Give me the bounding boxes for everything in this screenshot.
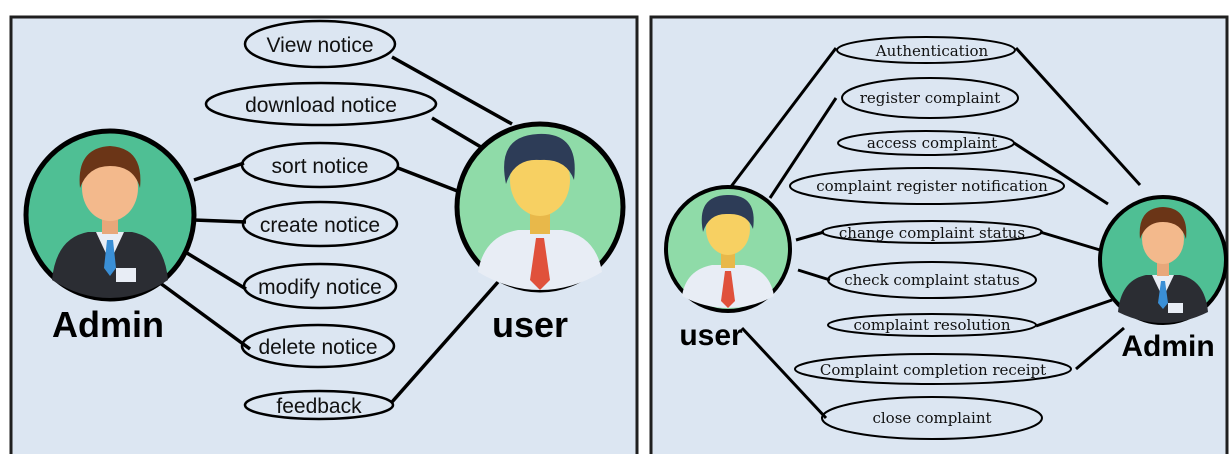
- use-case-delete-notice: delete notice: [240, 323, 396, 369]
- use-case-ellipse: [243, 389, 395, 421]
- use-case-label: download notice: [245, 94, 397, 117]
- user-label: user: [679, 319, 743, 352]
- use-case-ellipse: [837, 130, 1015, 156]
- use-case-ellipse: [827, 261, 1037, 299]
- admin-actor-right: Admin: [1098, 195, 1228, 363]
- admin-avatar-icon: [1118, 207, 1208, 323]
- use-case-ellipse: [241, 200, 399, 248]
- line-user-download-notice: [431, 116, 487, 152]
- use-case-ellipse: [821, 220, 1043, 244]
- line-admin-access-complaint: [1013, 141, 1109, 206]
- left-use-cases: View notice download notice sort notice …: [204, 19, 438, 421]
- user-actor-left: user: [454, 121, 626, 345]
- admin-label: Admin: [1121, 330, 1214, 363]
- use-case-label: modify notice: [258, 276, 382, 299]
- use-case-authentication: Authentication: [836, 36, 1016, 64]
- use-case-check-status: check complaint status: [827, 261, 1037, 299]
- use-case-label: create notice: [260, 214, 380, 237]
- right-connector-lines: [728, 46, 1142, 420]
- use-case-ellipse: [789, 167, 1065, 205]
- line-user-authentication: [728, 47, 838, 189]
- use-case-register-complaint: register complaint: [841, 77, 1019, 119]
- left-connector-lines: [154, 55, 513, 404]
- use-case-ellipse: [240, 141, 400, 189]
- use-case-completion-receipt: Complaint completion receipt: [794, 353, 1072, 385]
- use-case-change-status: change complaint status: [821, 220, 1043, 244]
- line-user-check-status: [797, 268, 831, 282]
- admin-actor-left: Admin: [23, 128, 197, 345]
- use-case-ellipse: [827, 313, 1037, 337]
- user-actor-right: user: [664, 185, 792, 352]
- use-case-label: Complaint completion receipt: [820, 361, 1046, 379]
- use-case-label: access complaint: [867, 134, 997, 152]
- use-case-resolution: complaint resolution: [827, 313, 1037, 337]
- use-case-label: complaint register notification: [816, 177, 1048, 195]
- use-case-sort-notice: sort notice: [240, 141, 400, 189]
- right-use-cases: Authentication register complaint access…: [789, 36, 1072, 440]
- left-panel: View notice download notice sort notice …: [9, 15, 639, 454]
- line-user-sort-notice: [397, 166, 461, 194]
- line-user-close-complaint: [740, 326, 828, 420]
- line-admin-modify-notice: [181, 248, 247, 291]
- use-case-ellipse: [841, 77, 1019, 119]
- admin-avatar-icon: [52, 146, 168, 298]
- line-user-register-complaint: [768, 97, 838, 199]
- line-user-view-notice: [391, 55, 513, 126]
- use-case-register-notification: complaint register notification: [789, 167, 1065, 205]
- use-case-label: register complaint: [860, 89, 1000, 107]
- use-case-label: View notice: [266, 34, 373, 57]
- use-case-label: feedback: [276, 395, 362, 418]
- use-case-ellipse: [204, 81, 438, 127]
- use-case-access-complaint: access complaint: [837, 130, 1015, 156]
- use-case-label: Authentication: [875, 42, 989, 60]
- use-case-ellipse: [240, 323, 396, 369]
- use-case-download-notice: download notice: [204, 81, 438, 127]
- user-avatar-icon: [682, 194, 774, 308]
- line-admin-delete-notice: [154, 278, 252, 351]
- use-case-ellipse: [836, 36, 1016, 64]
- use-case-label: sort notice: [272, 155, 369, 178]
- admin-label: Admin: [52, 304, 164, 345]
- use-case-ellipse: [794, 353, 1072, 385]
- use-case-label: change complaint status: [839, 224, 1025, 242]
- line-admin-authentication: [1014, 46, 1142, 187]
- line-admin-create-notice: [193, 218, 247, 224]
- use-case-ellipse: [243, 19, 397, 69]
- use-case-create-notice: create notice: [241, 200, 399, 248]
- use-case-label: complaint resolution: [853, 316, 1010, 334]
- use-case-close-complaint: close complaint: [821, 396, 1043, 440]
- use-case-label: delete notice: [258, 336, 377, 359]
- line-admin-sort-notice: [193, 161, 245, 182]
- user-avatar-icon: [478, 133, 602, 290]
- use-case-label: close complaint: [872, 409, 991, 427]
- use-case-ellipse: [821, 396, 1043, 440]
- line-user-feedback: [390, 280, 500, 404]
- line-user-change-status: [795, 230, 825, 242]
- use-case-feedback: feedback: [243, 389, 395, 421]
- user-label: user: [492, 304, 568, 345]
- use-case-view-notice: View notice: [243, 19, 397, 69]
- line-admin-change-status: [1039, 230, 1101, 252]
- line-admin-resolution: [1035, 298, 1113, 328]
- use-case-ellipse: [242, 262, 398, 310]
- line-admin-completion-receipt: [1075, 326, 1125, 371]
- use-case-modify-notice: modify notice: [242, 262, 398, 310]
- right-panel: Authentication register complaint access…: [649, 15, 1229, 454]
- use-case-label: check complaint status: [844, 271, 1020, 289]
